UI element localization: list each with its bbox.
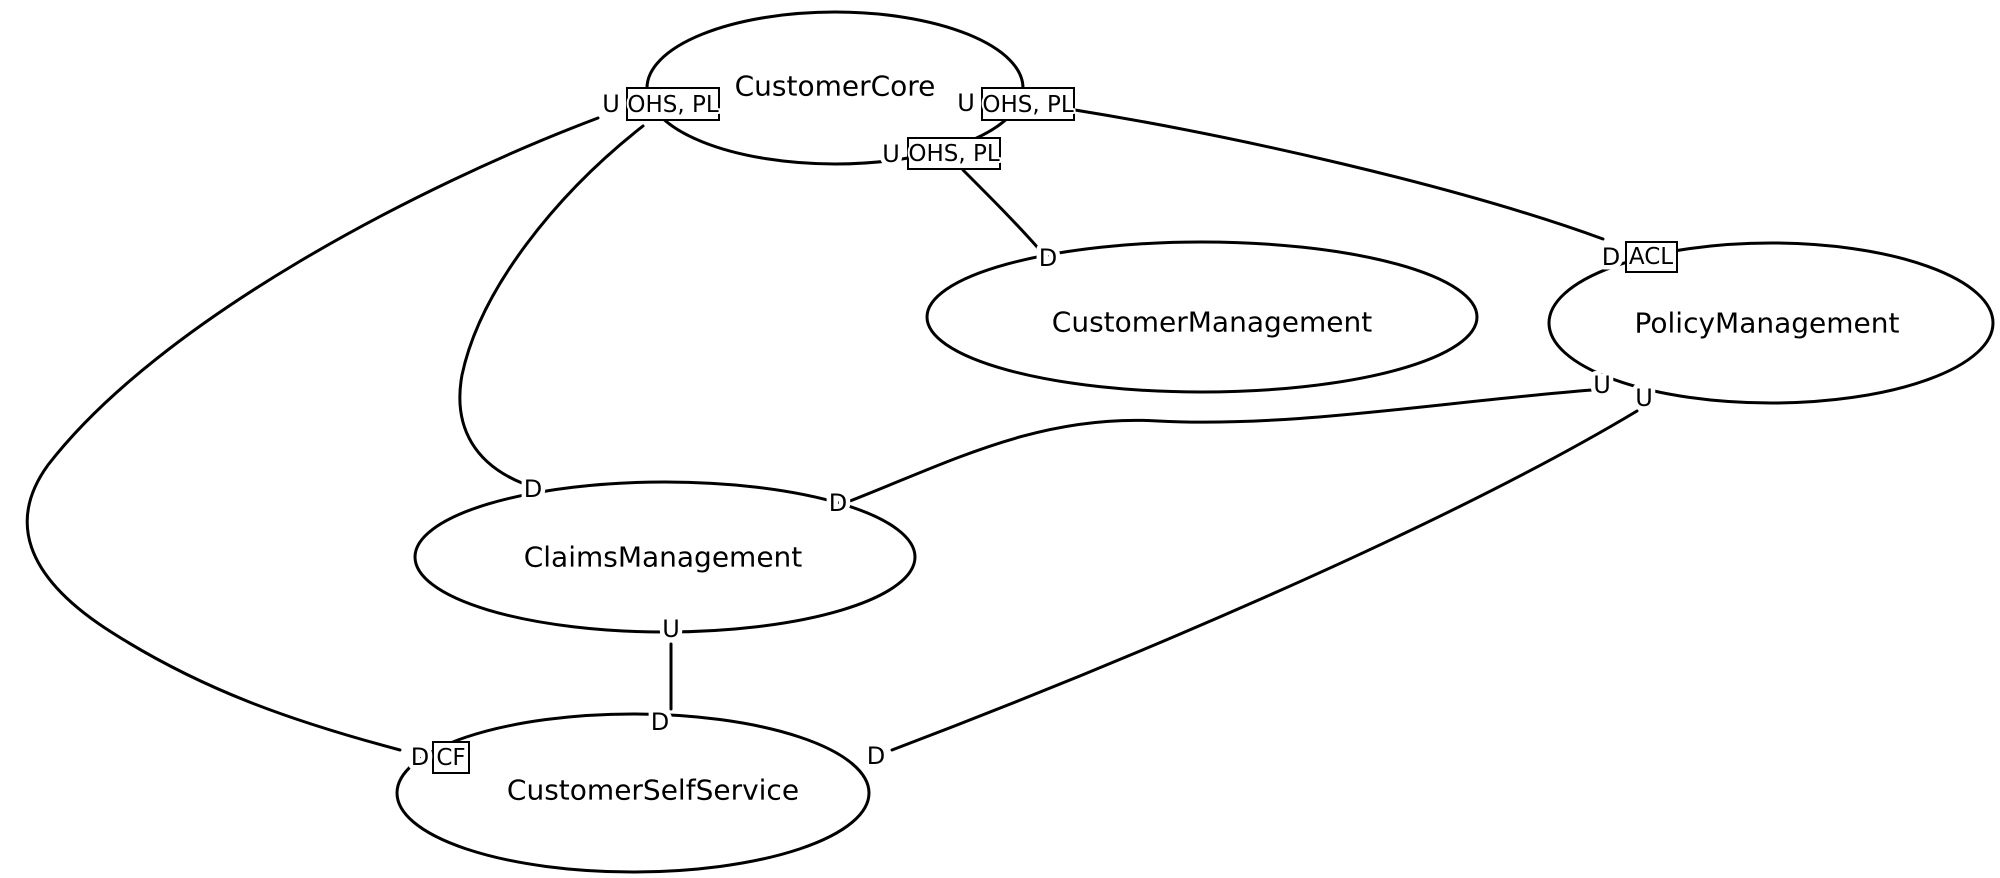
role-label-upstream-claimsmanagement: U bbox=[662, 615, 680, 643]
role-label-downstream-customermanagement: D bbox=[1039, 244, 1057, 272]
edge-customercore-policymanagement bbox=[1073, 108, 1605, 241]
role-label-downstream-customerselfservice-left: D bbox=[411, 743, 429, 771]
role-label-downstream-customerselfservice-right: D bbox=[867, 742, 885, 770]
node-ellipse-claimsmanagement bbox=[413, 480, 917, 634]
role-label-downstream-policymanagement: D bbox=[1602, 243, 1620, 271]
role-label-downstream-claimsmanagement-left: D bbox=[524, 475, 542, 503]
edge-policymanagement-claimsmanagement bbox=[848, 388, 1594, 503]
role-label-downstream-claimsmanagement-right: D bbox=[829, 489, 847, 517]
pattern-box-policymanagement-acl bbox=[1625, 241, 1678, 273]
node-ellipse-customermanagement bbox=[925, 240, 1479, 394]
node-label-customerselfservice: CustomerSelfService bbox=[507, 774, 799, 807]
role-label-downstream-customerselfservice-top: D bbox=[651, 708, 669, 736]
node-label-claimsmanagement: ClaimsManagement bbox=[524, 541, 803, 574]
node-label-customermanagement: CustomerManagement bbox=[1052, 306, 1372, 339]
role-label-upstream-customercore-bottom: U bbox=[882, 140, 900, 168]
edge-customercore-customermanagement bbox=[961, 168, 1040, 250]
node-ellipse-customerselfservice bbox=[395, 712, 871, 874]
pattern-box-customercore-right bbox=[981, 87, 1075, 121]
node-label-customercore: CustomerCore bbox=[735, 70, 936, 103]
pattern-label-customercore-right: OHS, PL bbox=[982, 92, 1073, 118]
pattern-label-customercore-bottom: OHS, PL bbox=[908, 141, 999, 167]
pattern-label-customercore-left: OHS, PL bbox=[627, 92, 718, 118]
role-label-upstream-customercore-left: U bbox=[602, 90, 620, 118]
role-label-upstream-customercore-right: U bbox=[957, 89, 975, 117]
pattern-box-customerselfservice-cf bbox=[432, 741, 470, 774]
edge-policymanagement-customerselfservice bbox=[890, 409, 1639, 752]
node-ellipse-policymanagement bbox=[1547, 241, 1995, 405]
role-label-upstream-policymanagement-2: U bbox=[1635, 384, 1653, 412]
pattern-label-customerselfservice-cf: CF bbox=[436, 745, 465, 771]
pattern-label-policymanagement-acl: ACL bbox=[1629, 244, 1673, 270]
node-label-policymanagement: PolicyManagement bbox=[1635, 307, 1900, 340]
pattern-box-customercore-left bbox=[626, 87, 720, 121]
role-label-upstream-policymanagement-1: U bbox=[1593, 371, 1611, 399]
edge-customercore-claimsmanagement bbox=[458, 124, 645, 485]
edge-customercore-customerselfservice bbox=[25, 116, 600, 752]
pattern-box-customercore-bottom bbox=[907, 137, 1001, 170]
